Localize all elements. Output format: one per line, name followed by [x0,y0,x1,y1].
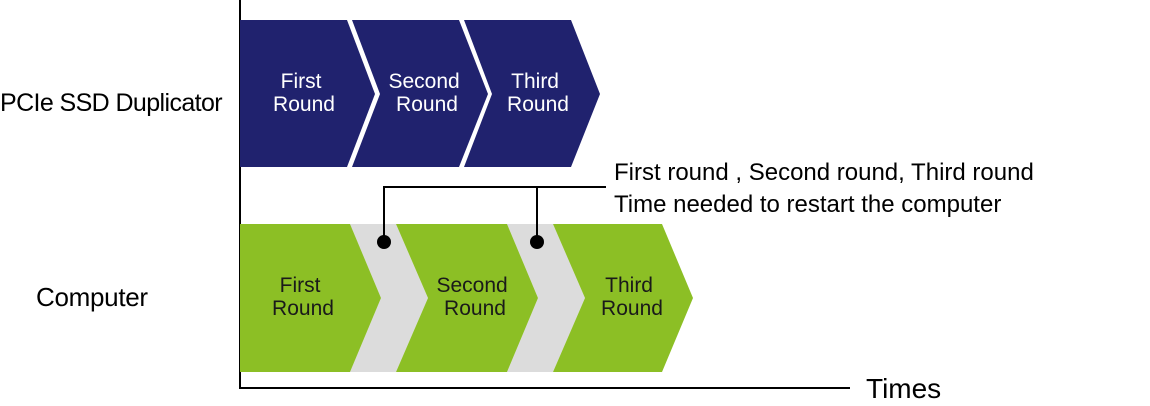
computer-third-label: Third Round [601,274,663,320]
note-line-1: First round , Second round, Third round [614,159,1034,186]
computer-row-label: Computer [36,282,148,312]
restart-gap-2 [507,224,585,372]
duplicator-row-label: PCIe SSD Duplicator [0,89,223,117]
duplicator-third-label: Third Round [507,70,569,116]
computer-first-label: First Round [272,274,334,320]
x-axis-label: Times [866,373,941,404]
callout-leader-line [383,186,606,242]
computer-chevron-third [553,224,693,372]
note-line-2: Time needed to restart the computer [614,191,1001,218]
duplicator-chevron-first [240,20,375,167]
computer-chevron-first [240,224,381,372]
computer-chevron-second [396,224,538,372]
restart-gap-1 [350,224,428,372]
callout-dot-2 [530,235,544,249]
callout-dot-1 [377,235,391,249]
duplicator-chevron-third [464,20,600,167]
duplicator-first-label: First Round [273,70,335,116]
computer-second-label: Second Round [436,274,513,320]
duplicator-chevron-second [352,20,488,167]
duplicator-second-label: Second Round [388,70,465,116]
